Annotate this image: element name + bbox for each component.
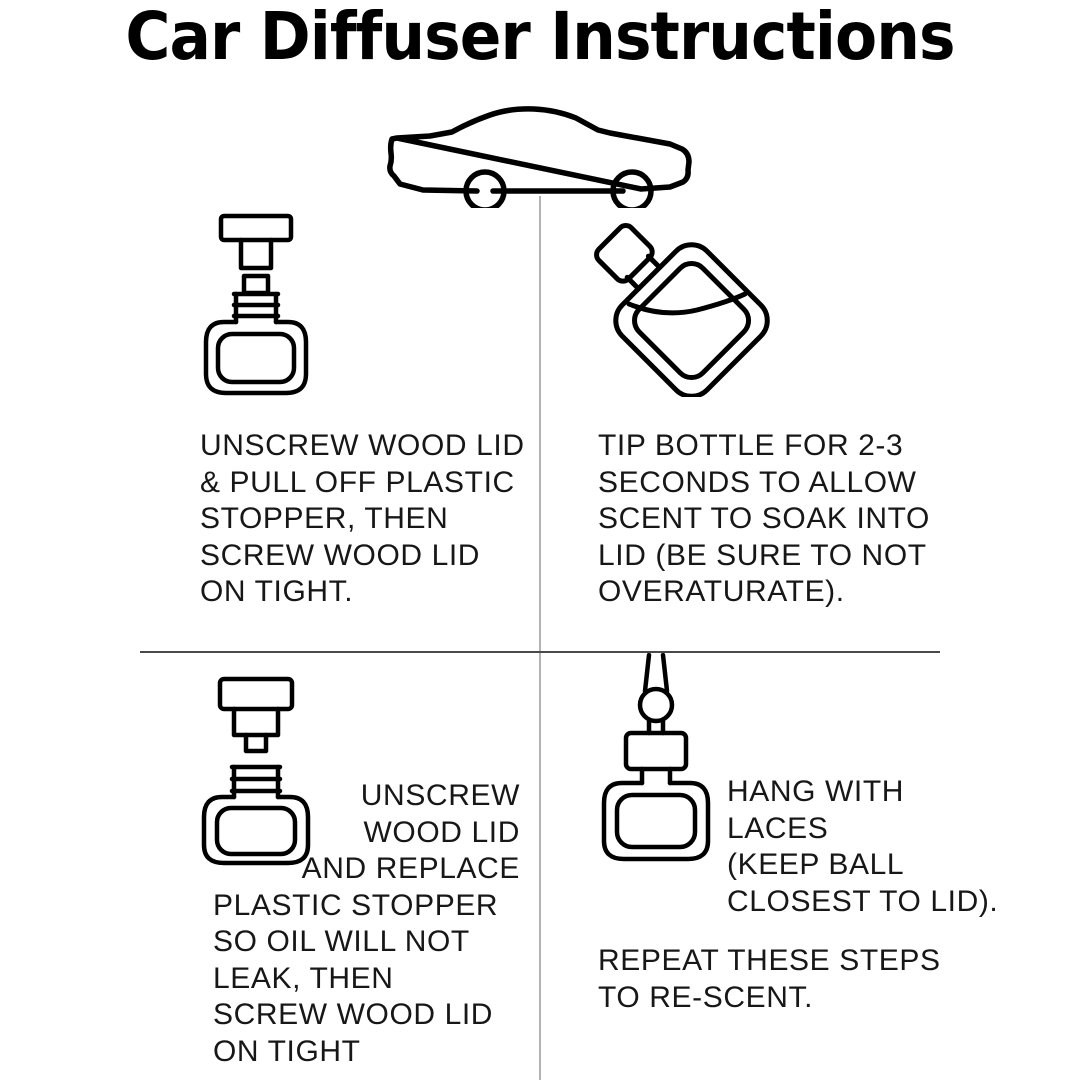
diffuser-bottle-stopper-replace-icon [196,675,316,867]
step-3-text-flow: PLASTIC STOPPER SO OIL WILL NOT LEAK, TH… [213,888,499,1068]
step-2-text: TIP BOTTLE FOR 2-3 SECONDS TO ALLOW SCEN… [598,429,930,608]
car-side-silhouette-icon [370,96,710,213]
step-3-text-wrapped: UNSCREW WOOD LID AND REPLACE [301,779,520,885]
diffuser-bottle-hanging-laces-icon [596,652,716,865]
step-4-text: HANG WITH LACES (KEEP BALL CLOSEST TO LI… [727,775,999,918]
step-4-panel: HANG WITH LACES (KEEP BALL CLOSEST TO LI… [541,652,1080,1080]
step-3-panel: UNSCREW WOOD LID AND REPLACE PLASTIC STO… [0,653,539,1080]
step-1-panel: UNSCREW WOOD LID & PULL OFF PLASTIC STOP… [0,200,539,651]
step-2-panel: TIP BOTTLE FOR 2-3 SECONDS TO ALLOW SCEN… [541,200,1080,651]
diffuser-bottle-lid-removed-icon [196,212,316,397]
diffuser-bottle-tipped-icon [593,222,793,399]
vertical-divider [539,196,541,1080]
horizontal-divider [140,651,940,653]
page-title: Car Diffuser Instructions [125,0,955,75]
step-3-text-block: UNSCREW WOOD LID AND REPLACE PLASTIC STO… [0,778,520,1070]
step-1-text: UNSCREW WOOD LID & PULL OFF PLASTIC STOP… [200,429,525,608]
step-4-text-secondary: REPEAT THESE STEPS TO RE-SCENT. [598,944,941,1014]
